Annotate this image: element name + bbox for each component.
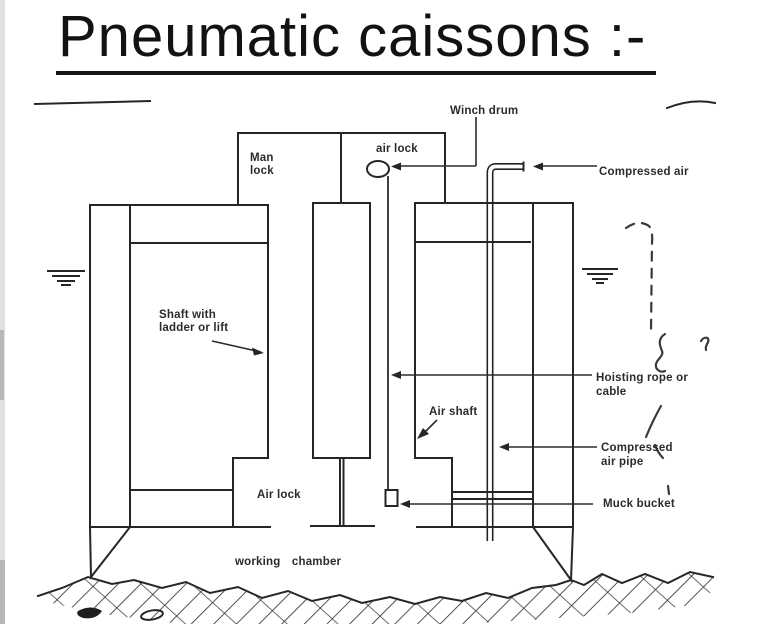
label-compressed-air: Compressed air [599,166,689,178]
label-shaft-line1: Shaft with [159,309,216,321]
label-hoisting-line1: Hoisting rope or [596,372,688,384]
shaft-ladder-arrowhead [252,347,264,356]
left-cutting-edge [88,526,133,580]
handwritten-dashed-curve [624,221,654,334]
ink-blob [77,607,102,619]
label-air-lock-top: air lock [376,143,418,155]
excavated-ground [36,570,715,624]
label-air-lock-bottom: Air lock [257,489,301,501]
compressed-air-pipe [486,161,525,541]
muck-bucket-shape [384,489,399,507]
label-winch-drum: Winch drum [450,105,518,117]
label-compressed-pipe-line2: air pipe [601,456,644,468]
left-wall-concrete [89,204,131,528]
air-shaft-arrowhead [417,428,429,439]
handwritten-tick-small [666,484,671,496]
winch-arrowhead [391,162,401,171]
handwritten-tick [653,443,665,460]
page-edge-smudge [0,330,4,400]
label-man-lock-line1: Man [250,152,274,164]
handwritten-r-mark [699,336,710,352]
left-chamber [129,204,271,528]
compressed-pipe-arrowhead [499,443,509,451]
label-air-shaft: Air shaft [429,406,477,418]
handwritten-slash [644,404,663,439]
central-shaft [310,202,375,527]
right-wall-concrete [532,202,574,528]
page-title: Pneumatic caissons :- [56,5,657,75]
right-cutting-edge [531,526,575,583]
label-hoisting-line2: cable [596,386,626,398]
diagram-labels: Winch drum air lock Man lock Compressed … [159,105,689,568]
scan-curve-top-right [665,100,717,110]
handwritten-squiggle [654,332,667,373]
label-working-chamber: working chamber [234,556,342,568]
page-edge-smudge-bottom [0,560,5,624]
right-chamber [414,202,534,528]
compressed-air-arrowhead [533,162,543,171]
winch-drum-pulley [366,160,390,178]
scan-line-top-left [33,99,152,106]
handwritten-marks [624,221,710,496]
water-level-symbol-left [47,270,85,286]
label-muck-bucket: Muck bucket [603,498,675,510]
page-edge-shadow [0,0,5,624]
label-shaft-line2: ladder or lift [159,322,228,334]
label-compressed-pipe-line1: Compressed [601,442,673,454]
top-deck [237,132,446,206]
hoisting-rope-arrowhead [391,371,401,379]
muck-bucket-arrowhead [400,500,410,508]
water-level-symbol-right [582,268,618,284]
label-man-lock-line2: lock [250,165,274,177]
leader-lines [211,117,597,508]
pebble [140,609,164,621]
ground-surface-line [36,570,715,606]
